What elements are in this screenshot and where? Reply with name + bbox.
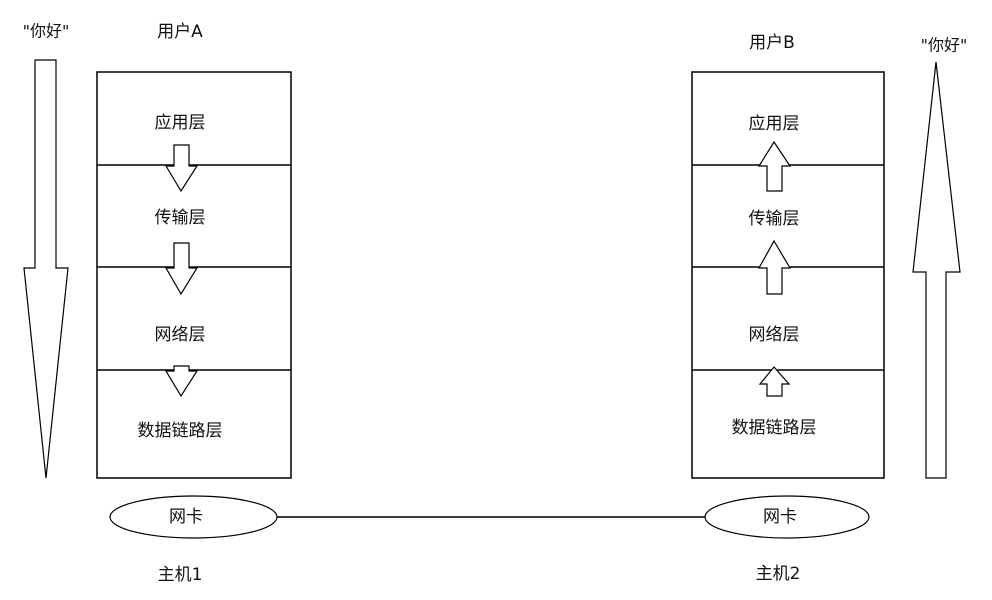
right-user-label: 用户B	[749, 33, 795, 53]
left-user-label: 用户A	[157, 22, 203, 42]
right-protocol-stack	[691, 71, 885, 479]
left-interlayer-arrow-2	[164, 242, 199, 296]
left-nic-ellipse	[109, 495, 278, 539]
left-protocol-stack	[96, 71, 292, 479]
right-message-arrow-up	[912, 61, 961, 479]
right-interlayer-arrow-2	[757, 239, 792, 295]
right-interlayer-arrow-1	[757, 140, 792, 192]
left-host-label: 主机1	[158, 565, 203, 585]
right-layer-label-application: 应用层	[749, 114, 800, 134]
left-interlayer-arrow-1	[164, 144, 199, 193]
left-layer-label-transport: 传输层	[155, 208, 206, 228]
left-nic-label: 网卡	[169, 507, 203, 527]
right-layer-label-datalink: 数据链路层	[732, 418, 817, 438]
right-host-label: 主机2	[756, 564, 801, 584]
right-nic-ellipse	[704, 495, 870, 539]
left-layer-label-datalink: 数据链路层	[138, 421, 223, 441]
left-layer-label-application: 应用层	[155, 113, 206, 133]
left-layer-label-network: 网络层	[155, 325, 206, 345]
left-message-arrow-down	[23, 59, 69, 479]
left-message-label: "你好"	[23, 22, 70, 41]
right-layer-label-network: 网络层	[749, 325, 800, 345]
right-message-label: "你好"	[921, 36, 968, 55]
right-nic-label: 网卡	[763, 507, 797, 527]
right-layer-label-transport: 传输层	[749, 209, 800, 229]
right-interlayer-arrow-3	[758, 366, 791, 397]
left-interlayer-arrow-3	[164, 365, 199, 398]
